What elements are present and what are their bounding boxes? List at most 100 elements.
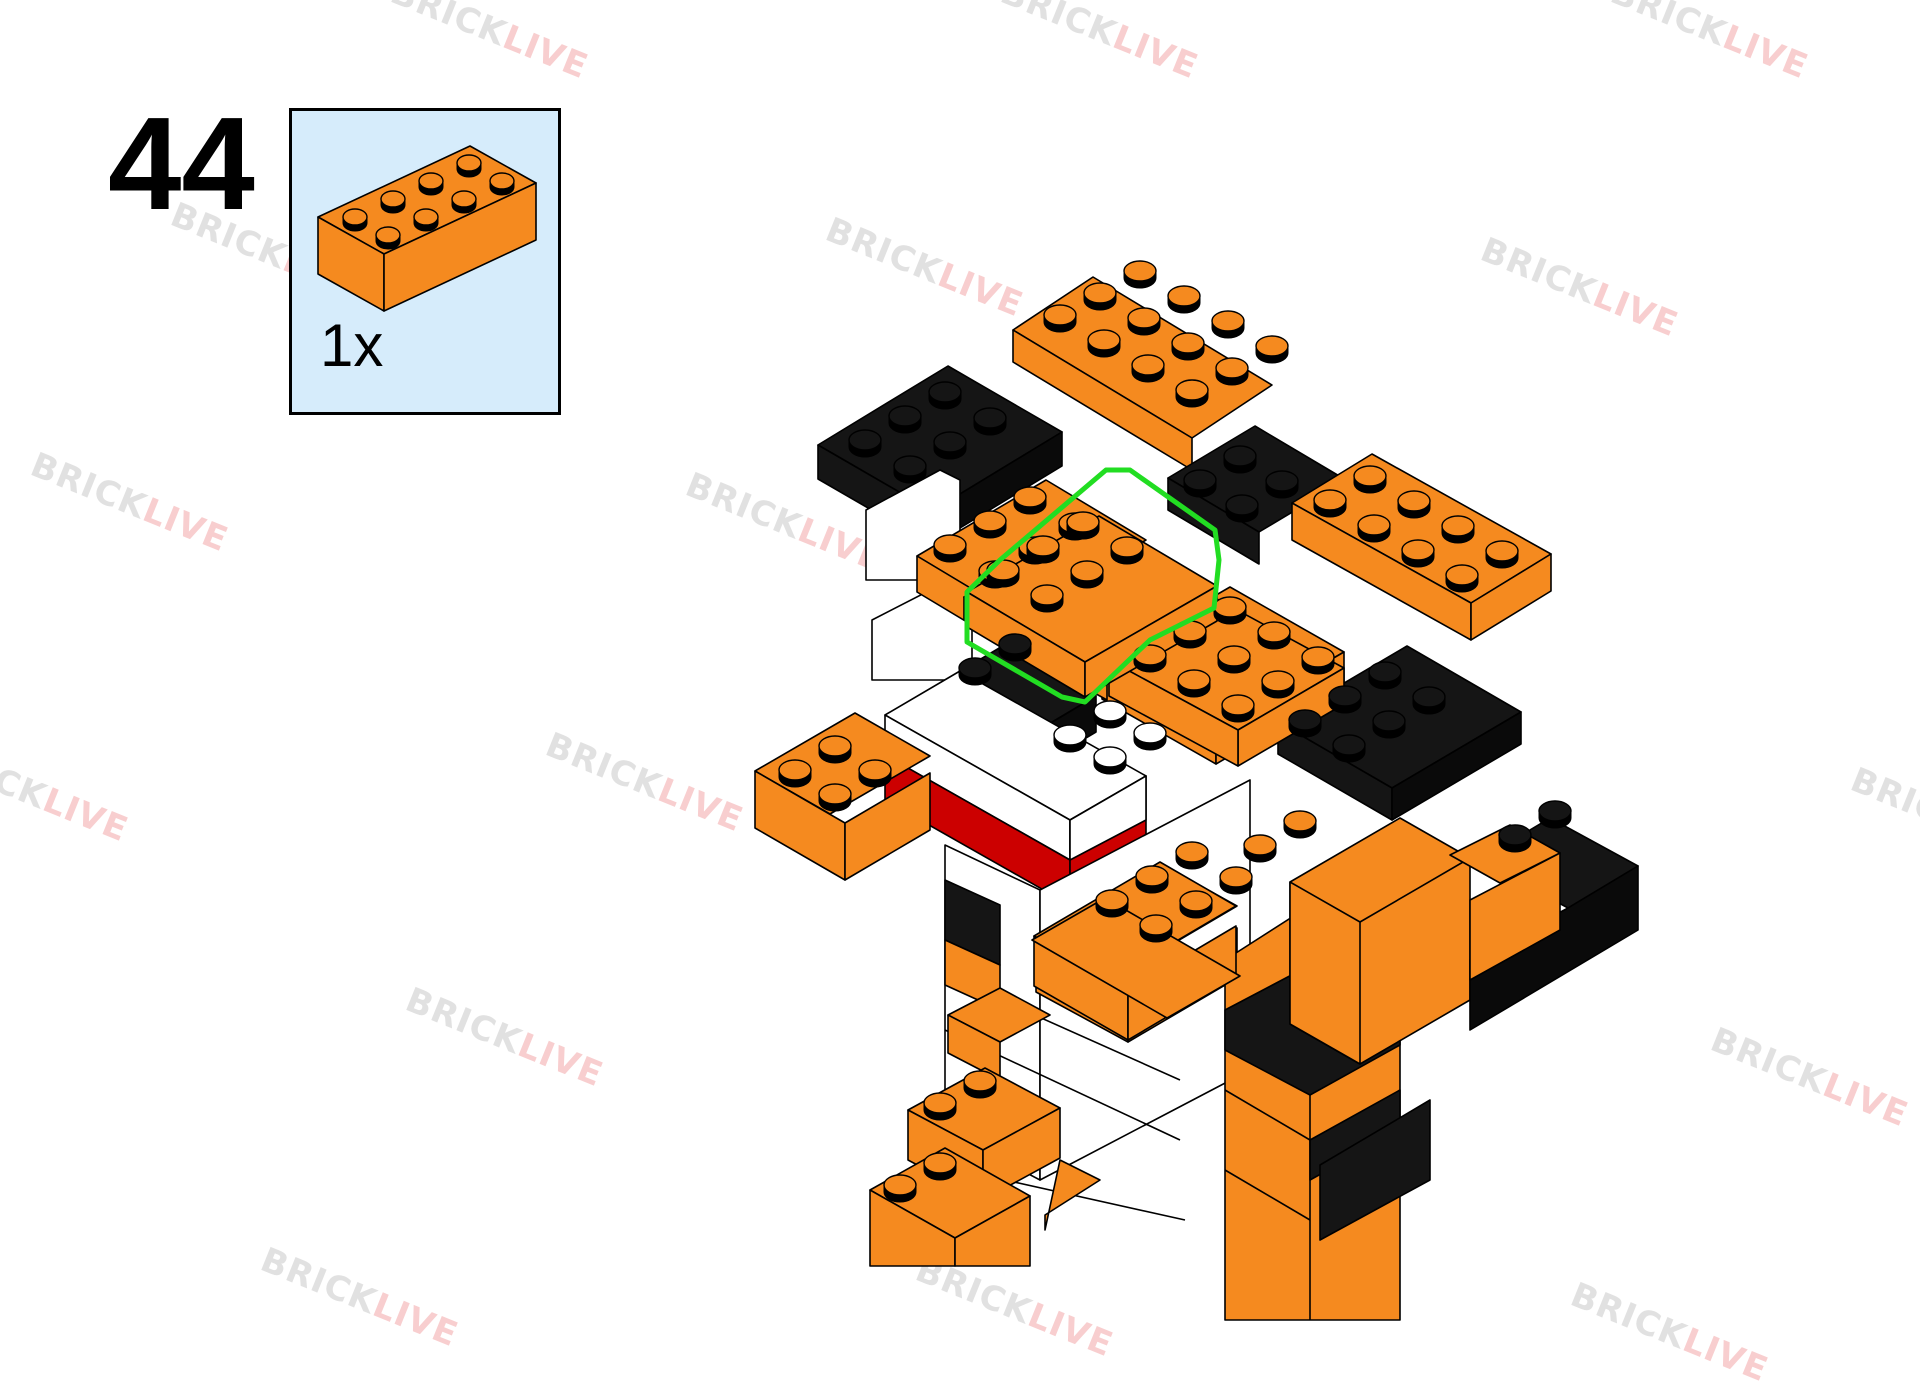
brick-stud: [888, 405, 922, 427]
brick-stud: [848, 429, 882, 451]
brick-stud: [1127, 307, 1161, 329]
brick-stud: [1243, 834, 1277, 856]
brick-stud: [1211, 310, 1245, 332]
brick-stud: [380, 190, 406, 208]
brick-stud: [818, 783, 852, 805]
brick-studs: [342, 154, 515, 250]
brick-stud: [1066, 511, 1100, 533]
brick-stud: [1445, 564, 1479, 586]
brick-stud: [1221, 694, 1255, 716]
brick-stud: [1412, 686, 1446, 708]
leg-orange: [1044, 1159, 1101, 1231]
brick-stud: [1538, 800, 1572, 822]
brick-stud: [818, 735, 852, 757]
arm-line: [1359, 857, 1471, 923]
brick-stud: [1357, 514, 1391, 536]
brick-stud: [998, 633, 1032, 655]
brick-stud: [963, 1070, 997, 1092]
tiger-model-illustration: [754, 260, 1639, 1321]
brick-stud: [973, 510, 1007, 532]
brick-stud: [973, 407, 1007, 429]
body-line: [1224, 1089, 1311, 1141]
brick-stud: [1353, 465, 1387, 487]
brick-stud: [858, 759, 892, 781]
brick-stud: [1217, 645, 1251, 667]
brick-stud: [1110, 536, 1144, 558]
brick-stud: [1175, 841, 1209, 863]
brick-stud: [375, 226, 401, 244]
brick-stud: [1225, 494, 1259, 516]
brick-stud: [1083, 282, 1117, 304]
brick-side: [1391, 711, 1522, 821]
brick-stud: [1093, 746, 1127, 768]
brick-stud: [1131, 354, 1165, 376]
brick-side: [1469, 852, 1561, 981]
brick-stud: [923, 1092, 957, 1114]
brick-stud: [1261, 670, 1295, 692]
brick-stud: [1053, 724, 1087, 746]
brick-stud: [1167, 285, 1201, 307]
brick-stud: [1301, 646, 1335, 668]
brick-stud: [928, 381, 962, 403]
brick-stud: [1441, 515, 1475, 537]
brick-stud: [778, 759, 812, 781]
brick-stud: [489, 172, 515, 190]
brick-stud: [1183, 469, 1217, 491]
brick-stud: [883, 1174, 917, 1196]
brick-stud: [1313, 489, 1347, 511]
brick-stud: [1283, 810, 1317, 832]
brick-side: [1069, 775, 1147, 861]
step-number: 44: [108, 90, 255, 237]
brick-stud: [1013, 486, 1047, 508]
stripe-black: [1319, 1099, 1431, 1241]
brick-stud: [933, 431, 967, 453]
brick-top: [1031, 897, 1241, 1019]
brick-stud: [1139, 914, 1173, 936]
arm-orange: [1289, 881, 1361, 1065]
brick-stud: [1123, 260, 1157, 282]
brick-side: [844, 772, 931, 881]
brick-stud: [1179, 890, 1213, 912]
brick-stud: [1332, 734, 1366, 756]
model-studs: [778, 260, 1572, 1203]
brick-stud: [451, 190, 477, 208]
brick-stud: [1030, 584, 1064, 606]
part-quantity: 1x: [320, 312, 384, 379]
brick-stud: [933, 534, 967, 556]
brick-stud: [1171, 332, 1205, 354]
brick-stud: [418, 172, 444, 190]
brick-stud: [1219, 866, 1253, 888]
brick-stud: [1135, 865, 1169, 887]
brick-stud: [1133, 722, 1167, 744]
brick-stud: [1498, 824, 1532, 846]
brick-stud: [1087, 329, 1121, 351]
brick-stud: [1043, 304, 1077, 326]
brick-stud: [1485, 540, 1519, 562]
brick-stud: [1372, 710, 1406, 732]
brick-stud: [1175, 379, 1209, 401]
brick-stud: [1070, 560, 1104, 582]
brick-side: [1470, 553, 1552, 641]
brick-stud: [1368, 661, 1402, 683]
body-line: [1224, 1169, 1311, 1221]
brick-stud: [413, 208, 439, 226]
brick-stud: [958, 657, 992, 679]
brick-stud: [1265, 470, 1299, 492]
brick-side: [954, 1195, 1031, 1267]
new-piece-highlight-outline: [964, 467, 1222, 705]
brick-stud: [342, 208, 368, 226]
brick-stud: [1095, 889, 1129, 911]
brick-stud: [1328, 685, 1362, 707]
brick-stud: [893, 455, 927, 477]
brick-stud: [1215, 357, 1249, 379]
brick-stud: [1026, 535, 1060, 557]
brick-stud: [1288, 709, 1322, 731]
brick-stud: [1401, 539, 1435, 561]
brick-stud: [1213, 596, 1247, 618]
brick-stud: [1177, 669, 1211, 691]
brick-stud: [1257, 621, 1291, 643]
brick-stud: [1223, 445, 1257, 467]
brick-stud: [456, 154, 482, 172]
brick-stud: [1255, 335, 1289, 357]
brick-stud: [1093, 700, 1127, 722]
